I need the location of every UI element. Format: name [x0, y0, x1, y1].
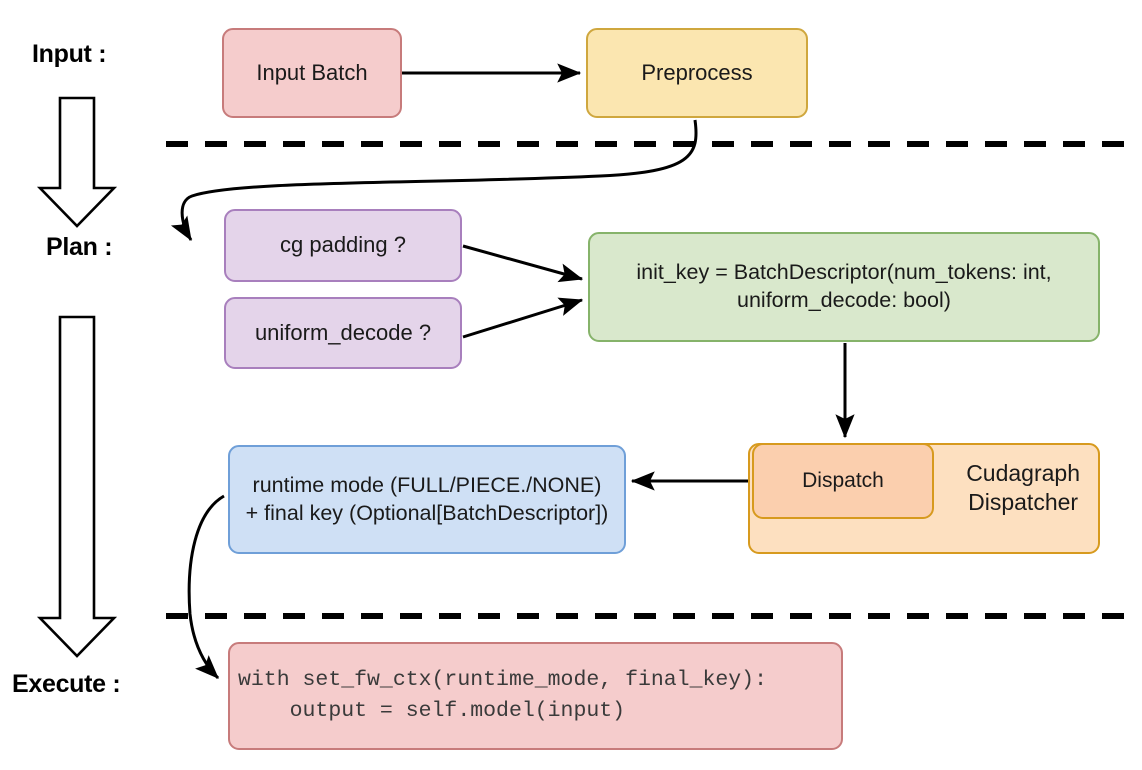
node-init-key[interactable]: init_key = BatchDescriptor(num_tokens: i…: [588, 232, 1100, 342]
stage-label-plan: Plan :: [46, 233, 113, 261]
node-code-block[interactable]: with set_fw_ctx(runtime_mode, final_key)…: [228, 642, 843, 750]
node-preprocess-label: Preprocess: [641, 59, 753, 85]
node-cudagraph-dispatcher-line2: Dispatcher: [968, 489, 1079, 516]
node-code-line2: output = self.model(input): [238, 699, 626, 723]
node-cg-padding[interactable]: cg padding ?: [224, 209, 462, 282]
stage-label-input: Input :: [32, 40, 107, 68]
node-code-block-text: with set_fw_ctx(runtime_mode, final_key)…: [238, 665, 767, 727]
node-init-key-line1: init_key = BatchDescriptor(num_tokens: i…: [636, 260, 1052, 285]
node-cg-padding-label: cg padding ?: [280, 232, 406, 258]
node-init-key-text: init_key = BatchDescriptor(num_tokens: i…: [636, 259, 1051, 314]
plan-to-execute-block-arrow: [36, 315, 118, 658]
node-input-batch[interactable]: Input Batch: [222, 28, 402, 118]
node-runtime-mode[interactable]: runtime mode (FULL/PIECE./NONE) + final …: [228, 445, 626, 554]
arrow-uniform-decode-to-init-key: [462, 297, 584, 339]
node-dispatch-label: Dispatch: [802, 468, 884, 492]
input-to-plan-block-arrow: [36, 96, 118, 228]
arrow-cg-padding-to-init-key: [462, 244, 584, 283]
node-code-line1: with set_fw_ctx(runtime_mode, final_key)…: [238, 667, 767, 692]
node-uniform-decode-label: uniform_decode ?: [254, 319, 432, 345]
node-dispatch[interactable]: Dispatch: [752, 443, 934, 519]
node-cudagraph-dispatcher-text: Cudagraph Dispatcher: [966, 459, 1080, 518]
node-init-key-line2: uniform_decode: bool): [737, 288, 951, 312]
node-input-batch-label: Input Batch: [256, 59, 368, 85]
node-preprocess[interactable]: Preprocess: [586, 28, 808, 118]
node-uniform-decode[interactable]: uniform_decode ?: [224, 297, 462, 369]
node-cudagraph-dispatcher-line1: Cudagraph: [966, 460, 1080, 486]
node-runtime-mode-line2: + final key (Optional[BatchDescriptor]): [245, 500, 609, 525]
node-runtime-mode-text: runtime mode (FULL/PIECE./NONE) + final …: [246, 472, 609, 527]
stage-label-execute: Execute :: [12, 670, 121, 698]
arrow-runtime-mode-to-code: [187, 494, 225, 680]
node-runtime-mode-line1: runtime mode (FULL/PIECE./NONE): [252, 472, 602, 497]
